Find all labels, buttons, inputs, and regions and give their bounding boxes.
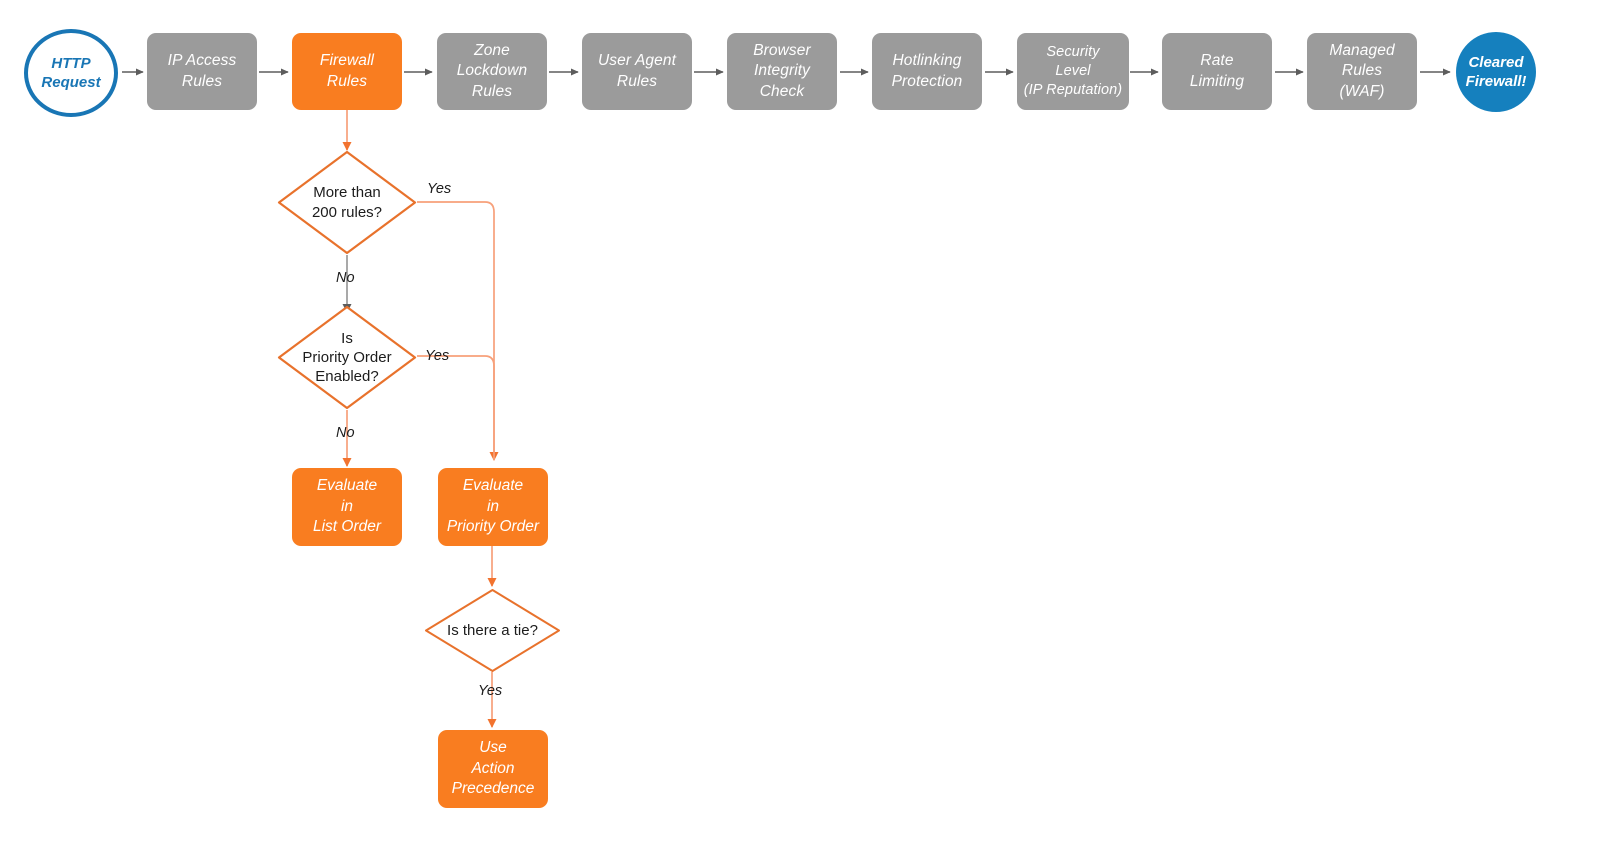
decision-is-priority-order-enabled[interactable]: Is Priority Order Enabled?	[277, 305, 417, 410]
node-evaluate-priority-order[interactable]: Evaluate in Priority Order	[438, 468, 548, 546]
node-ip-access-rules[interactable]: IP Access Rules	[147, 33, 257, 110]
edge-label-more-than-200-no: No	[336, 270, 355, 286]
node-use-action-precedence[interactable]: Use Action Precedence	[438, 730, 548, 808]
node-hotlinking-protection-label: Hotlinking Protection	[891, 52, 963, 90]
node-rate-limiting[interactable]: Rate Limiting	[1162, 33, 1272, 110]
node-zone-lockdown-rules[interactable]: Zone Lockdown Rules	[437, 33, 547, 110]
edge-label-priority-order-yes: Yes	[425, 348, 450, 364]
node-security-level[interactable]: Security Level (IP Reputation)	[1017, 33, 1129, 110]
decision-is-priority-order-enabled-label: Is Priority Order Enabled?	[302, 329, 392, 386]
node-managed-rules-waf[interactable]: Managed Rules (WAF)	[1307, 33, 1417, 110]
node-evaluate-priority-order-label: Evaluate in Priority Order	[446, 476, 540, 536]
node-browser-integrity-check[interactable]: Browser Integrity Check	[727, 33, 837, 110]
decision-is-there-a-tie[interactable]: Is there a tie?	[424, 588, 561, 673]
node-evaluate-list-order[interactable]: Evaluate in List Order	[292, 468, 402, 546]
node-managed-rules-waf-label: Managed Rules (WAF)	[1329, 41, 1395, 100]
edge-label-more-than-200-yes: Yes	[427, 181, 452, 197]
node-http-request-label: HTTP Request	[41, 54, 101, 92]
node-user-agent-rules-label: User Agent Rules	[598, 52, 676, 90]
node-http-request[interactable]: HTTP Request	[24, 29, 118, 117]
edge-label-priority-order-no: No	[336, 425, 355, 441]
diamond-shape	[425, 589, 560, 672]
node-zone-lockdown-rules-label: Zone Lockdown Rules	[456, 41, 528, 100]
node-firewall-rules-label: Firewall Rules	[319, 52, 375, 90]
node-user-agent-rules[interactable]: User Agent Rules	[582, 33, 692, 110]
node-security-level-label: Security Level (IP Reputation)	[1023, 43, 1123, 99]
diamond-shape	[277, 305, 417, 410]
node-hotlinking-protection[interactable]: Hotlinking Protection	[872, 33, 982, 110]
node-cleared-firewall-label: Cleared Firewall!	[1465, 53, 1527, 91]
edge-label-tie-yes: Yes	[478, 683, 503, 699]
node-rate-limiting-label: Rate Limiting	[1189, 52, 1245, 90]
node-firewall-rules[interactable]: Firewall Rules	[292, 33, 402, 110]
decision-more-than-200-rules-label: More than 200 rules?	[311, 184, 383, 221]
node-evaluate-list-order-label: Evaluate in List Order	[312, 476, 382, 536]
node-cleared-firewall[interactable]: Cleared Firewall!	[1456, 32, 1536, 112]
diamond-shape	[277, 150, 417, 255]
node-browser-integrity-check-label: Browser Integrity Check	[753, 41, 811, 100]
node-use-action-precedence-label: Use Action Precedence	[451, 738, 535, 798]
decision-more-than-200-rules[interactable]: More than 200 rules?	[277, 150, 417, 255]
node-ip-access-rules-label: IP Access Rules	[167, 52, 237, 90]
decision-is-there-a-tie-label: Is there a tie?	[447, 621, 538, 639]
